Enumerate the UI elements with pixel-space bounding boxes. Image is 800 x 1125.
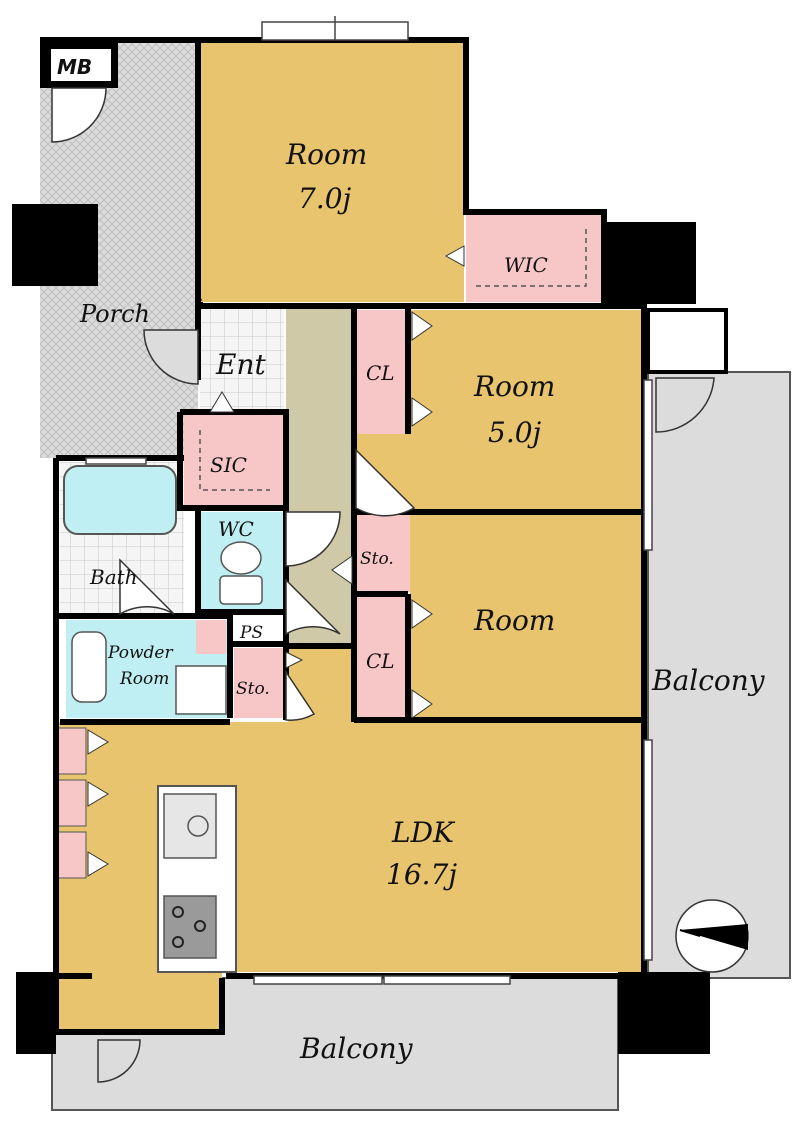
corridor	[286, 306, 352, 646]
storage-1	[356, 514, 410, 592]
label-room2-name: Room	[473, 370, 555, 403]
balcony-side-area	[647, 371, 791, 979]
windows	[85, 16, 653, 985]
label-room3-name: Room	[473, 604, 555, 637]
label-powder2: Room	[119, 669, 169, 689]
wic-closet	[466, 214, 602, 302]
entrance-area	[200, 306, 284, 412]
label-sto2: Sto.	[236, 679, 270, 699]
label-ldk-name: LDK	[391, 816, 456, 849]
label-room1-name: Room	[285, 138, 367, 171]
label-balcony-side: Balcony	[651, 664, 766, 697]
closet-1	[356, 310, 410, 434]
label-cl1: CL	[366, 361, 395, 385]
door-swings	[51, 87, 715, 1083]
ps-shaft	[232, 616, 284, 644]
sic-closet	[184, 414, 284, 506]
kitchen-counter	[157, 785, 237, 973]
room-7j	[200, 40, 464, 302]
label-mb: MB	[57, 55, 92, 79]
label-wc: WC	[218, 517, 254, 541]
ldk-closets	[57, 727, 87, 879]
walls	[40, 37, 647, 1035]
label-wic: WIC	[504, 253, 548, 277]
label-porch: Porch	[79, 300, 150, 328]
label-ent: Ent	[215, 348, 266, 381]
closet-door-marks	[87, 245, 465, 877]
utility-box	[646, 308, 728, 374]
label-ps: PS	[239, 623, 263, 643]
label-bath: Bath	[89, 565, 138, 589]
label-room1-size: 7.0j	[298, 182, 352, 215]
label-room2-size: 5.0j	[488, 416, 542, 449]
label-cl2: CL	[366, 649, 395, 673]
label-ldk-size: 16.7j	[386, 858, 457, 891]
room-3	[410, 514, 644, 718]
label-sic: SIC	[210, 453, 247, 477]
powder-room	[66, 620, 228, 718]
compass-icon	[675, 899, 749, 973]
bath-area	[60, 462, 184, 614]
closet-2	[356, 596, 410, 718]
label-balcony-bottom: Balcony	[299, 1032, 414, 1065]
storage-2	[234, 648, 284, 718]
mb-box	[49, 47, 113, 83]
wc-area	[200, 512, 284, 612]
label-powder1: Powder	[107, 643, 173, 663]
label-sto1: Sto.	[360, 549, 394, 569]
